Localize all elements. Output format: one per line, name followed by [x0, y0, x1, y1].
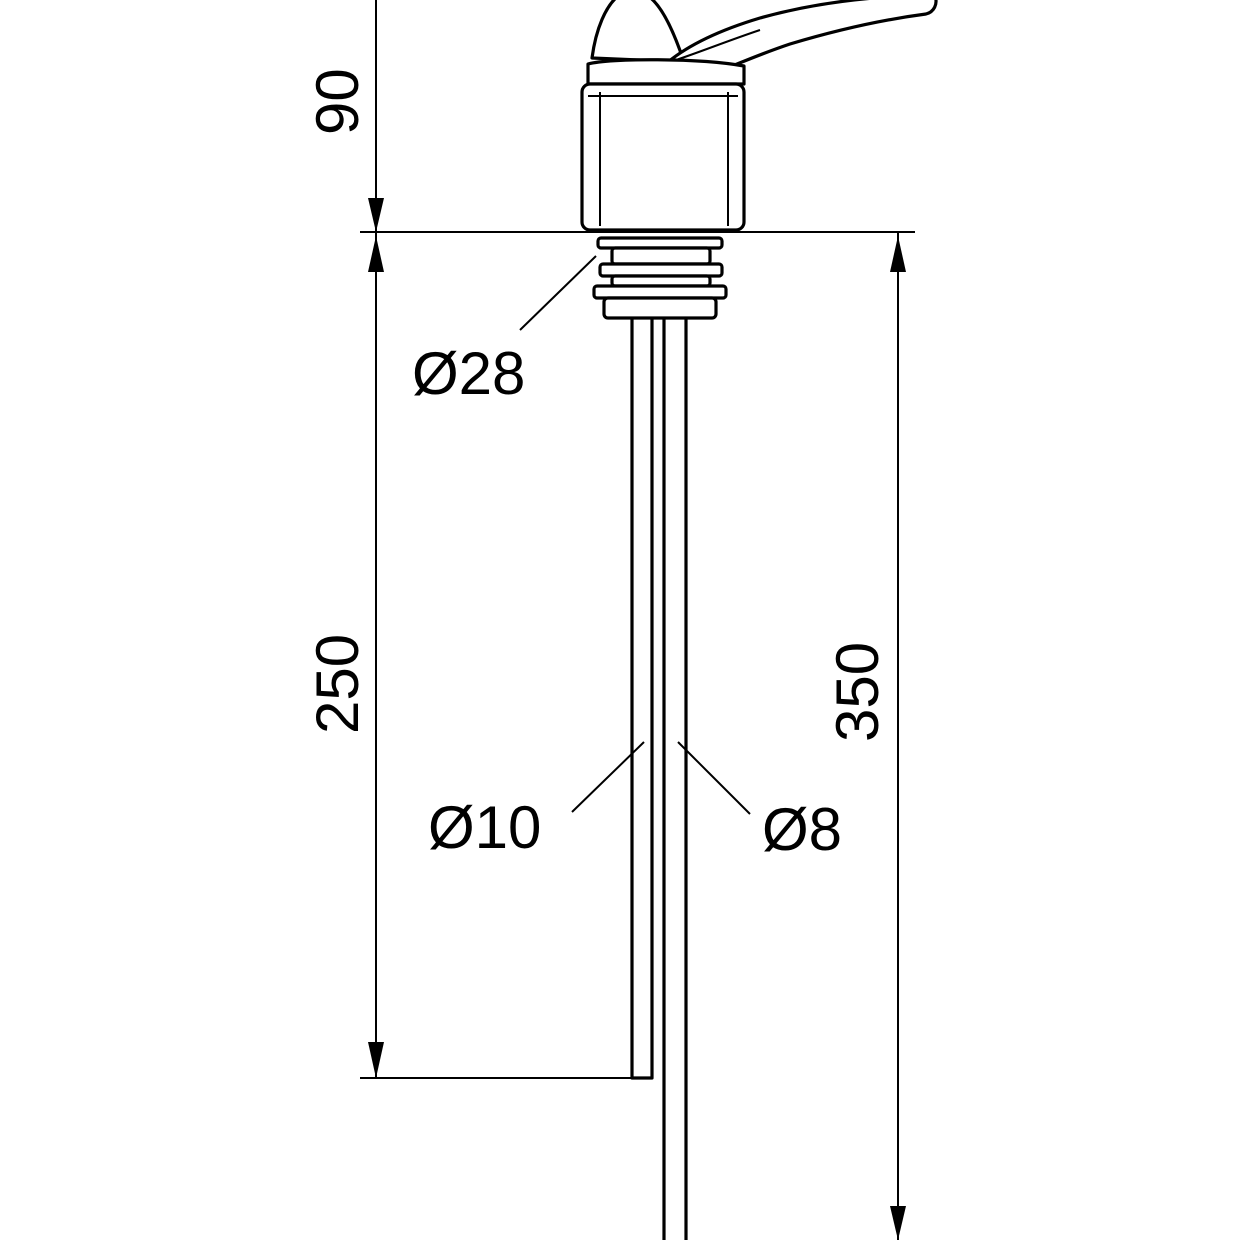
- label-d8: Ø8: [762, 796, 842, 863]
- dimension-90: [368, 0, 384, 232]
- dimension-90-label: 90: [304, 68, 371, 135]
- dimension-250: [360, 232, 632, 1079]
- tubes: [630, 318, 688, 1240]
- faucet-body: [580, 82, 746, 232]
- leader-d8: [677, 741, 751, 815]
- dimension-350-label: 350: [824, 642, 891, 742]
- threaded-shank: [592, 236, 728, 320]
- leader-d10: [571, 741, 645, 813]
- leader-d28: [519, 255, 597, 331]
- dimension-250-label: 250: [304, 634, 371, 734]
- label-d10: Ø10: [428, 794, 541, 861]
- label-d28: Ø28: [412, 340, 525, 407]
- faucet-head: [586, 0, 938, 86]
- dimension-350: [890, 232, 906, 1240]
